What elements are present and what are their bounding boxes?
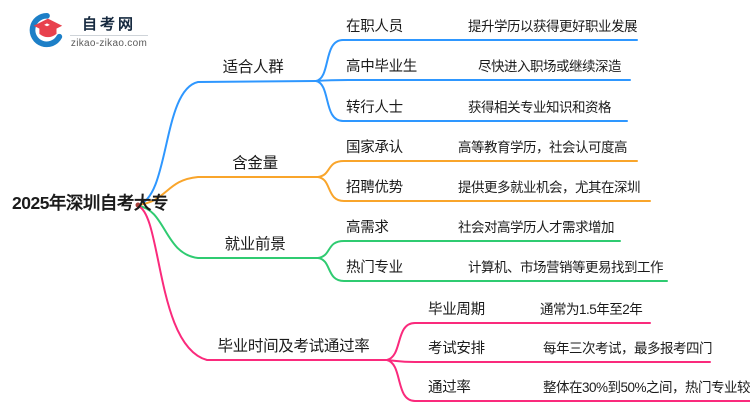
child-detail-hiring-advantage: 提供更多就业机会，尤其在深圳 [458,180,641,196]
child-keyword-career-change: 转行人士 [346,99,403,116]
branch-suitable-people-lines [137,39,638,206]
child-detail-hs-graduate: 尽快进入职场或继续深造 [478,59,622,75]
child-detail-pass-rate: 整体在30%到50%之间，热门专业较高 [543,380,750,396]
child-detail-hot-majors: 计算机、市场营销等更易找到工作 [468,260,664,276]
branch-graduation-label: 毕业时间及考试通过率 [217,337,370,355]
child-detail-employed: 提升学历以获得更好职业发展 [468,19,638,35]
child-detail-state-recognized: 高等教育学历，社会认可度高 [458,140,628,156]
child-keyword-hs-graduate: 高中毕业生 [346,58,417,75]
root-node: 2025年深圳自考大专 [12,193,168,213]
child-keyword-hiring-advantage: 招聘优势 [346,179,403,196]
branch-value-label: 含金量 [232,154,278,172]
logo-domain: zikao-zikao.com [70,35,148,49]
branch-employment-lines [137,205,668,282]
logo-text: 自考网 zikao-zikao.com [70,13,148,49]
child-keyword-high-demand: 高需求 [346,219,389,236]
branch-employment-label: 就业前景 [224,235,286,253]
child-detail-graduation-cycle: 通常为1.5年至2年 [540,302,643,318]
branch-graduation-lines [137,205,750,402]
child-keyword-exam-schedule: 考试安排 [428,340,485,357]
child-detail-high-demand: 社会对高学历人才需求增加 [458,220,615,236]
child-detail-exam-schedule: 每年三次考试，最多报考四门 [543,341,713,357]
child-keyword-graduation-cycle: 毕业周期 [428,301,485,318]
child-keyword-hot-majors: 热门专业 [346,259,403,276]
child-keyword-pass-rate: 通过率 [428,379,471,396]
branch-suitable-people-label: 适合人群 [222,58,284,76]
child-detail-career-change: 获得相关专业知识和资格 [468,100,612,116]
child-keyword-state-recognized: 国家承认 [346,139,403,156]
graduation-cap-logo-icon [29,12,63,48]
branch-value-lines [137,160,651,206]
logo: 自考网 zikao-zikao.com [28,12,148,50]
child-keyword-employed: 在职人员 [346,18,403,35]
root-branch-point [135,202,141,208]
logo-title: 自考网 [81,16,136,33]
